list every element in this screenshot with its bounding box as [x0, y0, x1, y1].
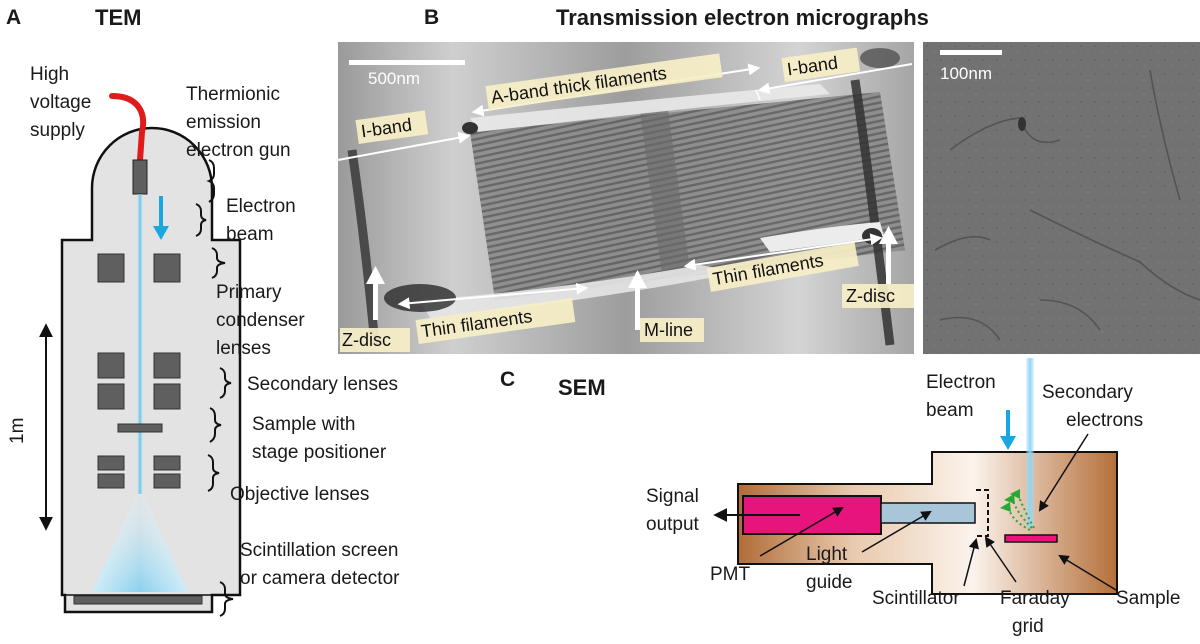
sem-label-faraday-2: grid — [1012, 616, 1044, 637]
objective-lens-left-top — [97, 455, 125, 471]
sem-label-secondary-2: electrons — [1066, 410, 1143, 431]
secondary-lens-right-bottom — [153, 383, 181, 410]
sem-label-faraday-1: Faraday — [1000, 588, 1070, 609]
secondary-lens-left-top — [97, 352, 125, 379]
label-gun-2: emission — [186, 112, 261, 133]
beam-direction-arrow-icon — [153, 196, 169, 240]
panel-a-letter: A — [6, 6, 21, 29]
scintillation-screen — [73, 595, 203, 605]
primary-condenser-lens-left — [97, 253, 125, 283]
label-screen-2: or camera detector — [240, 568, 400, 589]
label-primary-1: Primary — [216, 282, 282, 303]
sem-label-signal-1: Signal — [646, 486, 699, 507]
objective-lens-right-top — [153, 455, 181, 471]
label-gun-3: electron gun — [186, 140, 291, 161]
annotation-i-band-top-right: I-band — [781, 47, 861, 82]
sem-beam-arrow-icon — [1000, 410, 1016, 450]
label-beam-1: Electron — [226, 196, 296, 217]
secondary-electron-arrowheads — [1000, 489, 1020, 512]
objective-lens-left-bottom — [97, 473, 125, 489]
scale-label-500nm: 500nm — [368, 69, 420, 88]
svg-text:Z-disc: Z-disc — [342, 330, 391, 350]
annotation-i-band-top-left: I-band — [355, 110, 429, 144]
electron-gun — [132, 159, 148, 195]
annotation-m-line: M-line — [640, 318, 704, 342]
sem-label-light-guide-2: guide — [806, 572, 853, 593]
panel-c: C SEM — [500, 358, 1180, 637]
label-braces — [195, 159, 234, 617]
svg-text:Z-disc: Z-disc — [846, 286, 895, 306]
sem-pointers — [759, 433, 1117, 591]
label-high-voltage-2: voltage — [30, 92, 91, 113]
scale-bar-500nm — [349, 60, 465, 65]
sem-electron-beam — [1026, 358, 1034, 528]
label-beam-2: beam — [226, 224, 274, 245]
objective-lens-right-bottom — [153, 473, 181, 489]
panel-b-letter: B — [424, 6, 439, 29]
label-screen-1: Scintillation screen — [240, 540, 398, 561]
tem-column — [60, 126, 242, 614]
sem-label-scintillator: Scintillator — [872, 588, 960, 609]
up-arrows — [366, 226, 898, 330]
primary-condenser-lens-right — [153, 253, 181, 283]
label-secondary-lenses: Secondary lenses — [247, 374, 398, 395]
scale-bar-100nm — [940, 50, 1002, 55]
scale-label-100nm: 100nm — [940, 64, 992, 83]
sem-label-secondary-1: Secondary — [1042, 382, 1133, 403]
label-objective: Objective lenses — [230, 484, 369, 505]
annotation-z-disc-left: Z-disc — [340, 328, 410, 352]
panel-a: A TEM — [6, 5, 400, 617]
annotation-z-disc-right: Z-disc — [842, 284, 914, 308]
panel-a-title: TEM — [95, 5, 141, 30]
panel-c-letter: C — [500, 368, 515, 391]
label-primary-2: condenser — [216, 310, 305, 331]
panel-b-title: Transmission electron micrographs — [556, 5, 929, 30]
sem-label-beam-2: beam — [926, 400, 974, 421]
micrograph-right — [923, 42, 1200, 354]
high-voltage-wire — [109, 93, 147, 163]
label-sample-2: stage positioner — [252, 442, 387, 463]
sample-stage — [117, 423, 163, 433]
sem-label-sample: Sample — [1116, 588, 1180, 609]
label-primary-3: lenses — [216, 338, 271, 359]
sem-label-signal-2: output — [646, 514, 700, 535]
panel-b: B Transmission electron micrographs 500n… — [337, 5, 1200, 354]
panel-c-title: SEM — [558, 375, 606, 400]
faraday-grid — [976, 489, 989, 537]
electron-beam — [137, 194, 143, 494]
label-gun-1: Thermionic — [186, 84, 280, 105]
label-high-voltage-3: supply — [30, 120, 85, 141]
label-high-voltage-1: High — [30, 64, 69, 85]
sem-sample — [1004, 534, 1058, 543]
sem-label-pmt: PMT — [710, 564, 751, 585]
scale-label: 1m — [7, 418, 28, 444]
label-sample-1: Sample with — [252, 414, 356, 435]
sem-label-light-guide-1: Light — [806, 544, 848, 565]
sem-label-beam-1: Electron — [926, 372, 996, 393]
secondary-lens-right-top — [153, 352, 181, 379]
secondary-lens-left-bottom — [97, 383, 125, 410]
svg-text:M-line: M-line — [644, 320, 693, 340]
